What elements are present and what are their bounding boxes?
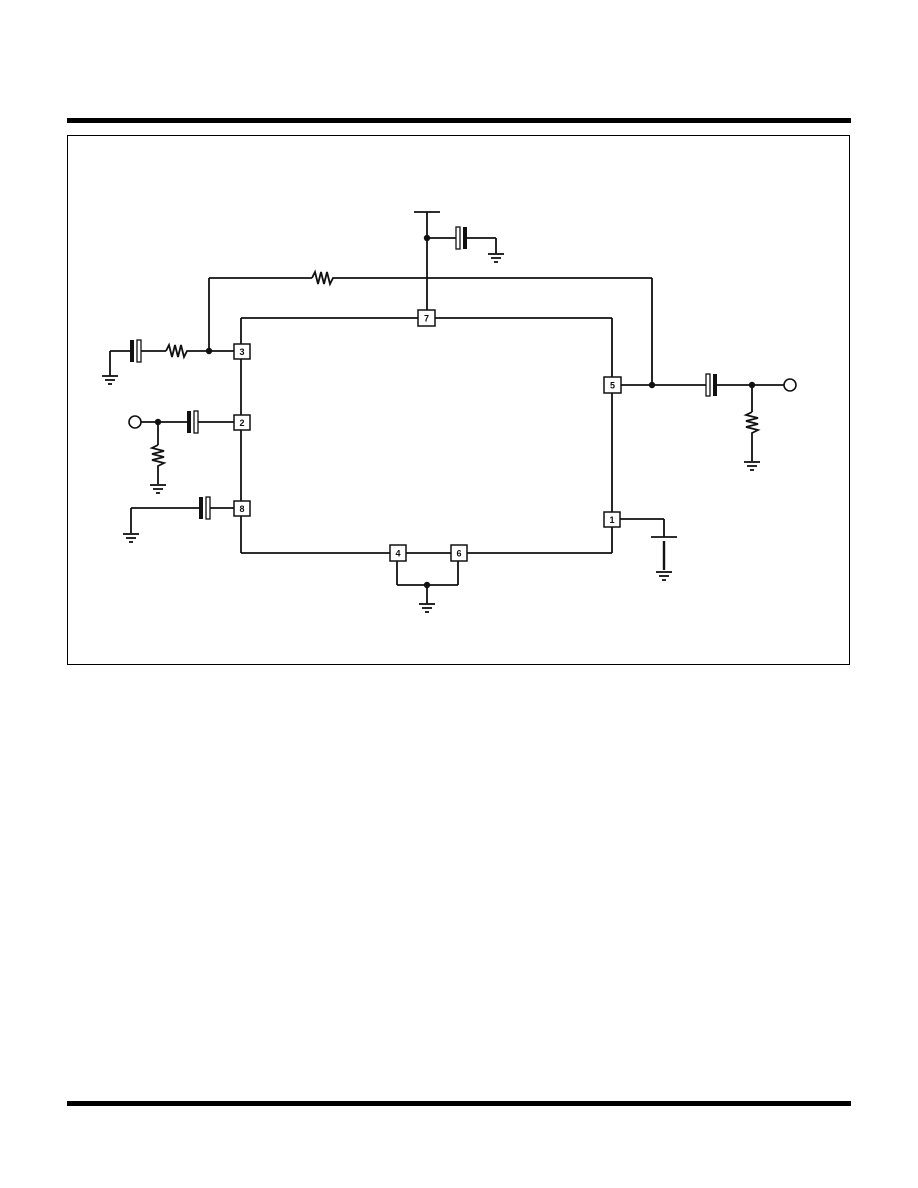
bottom-rule <box>67 1101 851 1106</box>
pin-5: 5 <box>603 376 622 394</box>
gnd-bottom <box>419 603 435 613</box>
res-pin3 <box>165 342 188 360</box>
svg-text:5: 5 <box>610 381 615 391</box>
svg-text:6: 6 <box>456 549 461 559</box>
ic-outline <box>240 317 613 554</box>
pin-7: 7 <box>417 309 436 327</box>
feedback-wire <box>208 277 653 385</box>
svg-text:8: 8 <box>239 504 244 514</box>
res-input <box>149 444 167 467</box>
pin-4: 4 <box>389 544 407 562</box>
svg-text:1: 1 <box>609 515 614 525</box>
svg-text:7: 7 <box>424 314 429 324</box>
gnd-input <box>150 484 166 494</box>
input-network <box>141 418 234 484</box>
svg-text:3: 3 <box>239 347 244 357</box>
pin8-network <box>130 507 234 533</box>
gnd-pin8 <box>123 533 139 543</box>
gnd-output <box>744 461 760 471</box>
pin3-network <box>109 347 234 376</box>
output-network <box>620 381 784 461</box>
pin-6: 6 <box>450 544 468 562</box>
cap-pin3 <box>130 339 142 363</box>
pin-1: 1 <box>603 511 621 528</box>
gnd-pin3 <box>102 375 118 385</box>
res-output <box>743 411 761 434</box>
cap-pin8 <box>199 496 211 520</box>
svg-text:2: 2 <box>239 418 244 428</box>
res-feedback <box>311 269 334 287</box>
pin-2: 2 <box>233 414 251 431</box>
cap-top <box>427 226 497 254</box>
input-terminal[interactable] <box>128 415 142 429</box>
svg-text:4: 4 <box>395 549 400 559</box>
battery <box>620 518 677 570</box>
pin-3: 3 <box>233 343 251 360</box>
schematic-frame <box>67 135 850 665</box>
pin-8: 8 <box>233 500 251 517</box>
supply-rail <box>414 211 440 310</box>
top-rule <box>67 118 851 123</box>
gnd-top <box>488 253 504 263</box>
cap-output <box>705 373 717 397</box>
gnd-battery <box>656 571 672 581</box>
cap-pin2 <box>187 410 199 434</box>
output-terminal[interactable] <box>783 378 797 392</box>
pins-4-6-ground-wire <box>396 561 459 604</box>
